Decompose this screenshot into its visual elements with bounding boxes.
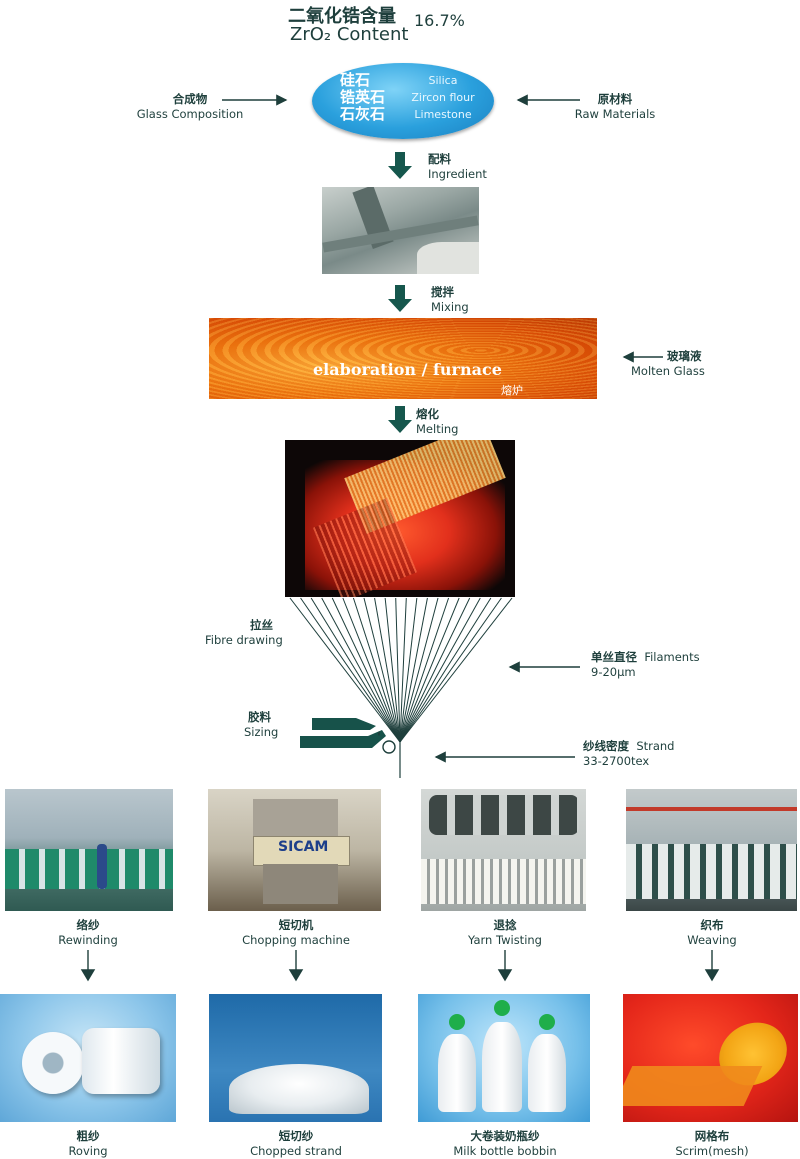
chopping-machine-photo: SICAM: [208, 789, 381, 911]
yarn-twisting-photo: [421, 789, 586, 911]
fibre-line: [399, 597, 460, 743]
fibre-line: [399, 597, 407, 743]
down-arrow-melting: [388, 406, 412, 433]
down-arrow-chopping: [288, 969, 304, 982]
strand-label: 纱线密度 Strand 33-2700tex: [583, 739, 675, 768]
fibre-line: [310, 597, 401, 743]
fibre-line: [289, 597, 401, 743]
roving-photo: [0, 994, 176, 1122]
material-en-zircon: Zircon flour: [411, 91, 475, 104]
down-arrow-mixing: [388, 285, 412, 312]
fibre-line: [399, 597, 481, 743]
down-arrow-ingredient: [388, 152, 412, 179]
ingredient-label: 配料 Ingredient: [428, 152, 487, 181]
scrim-mesh-photo: [623, 994, 798, 1122]
fibre-line: [384, 597, 401, 743]
fibre-line: [352, 597, 401, 743]
material-zh-zircon: 锆英石: [340, 88, 386, 106]
material-zh-limestone: 石灰石: [340, 105, 386, 123]
fibre-line: [374, 597, 401, 743]
title-chinese: 二氧化锆含量: [288, 6, 396, 27]
glass-composition-label: 合成物 Glass Composition: [136, 92, 244, 121]
ingredient-photo: [322, 187, 479, 274]
fibre-line: [363, 597, 401, 743]
down-arrow-rewinding: [80, 969, 96, 982]
milk-bottle-bobbin-photo: [418, 994, 590, 1122]
material-zh-silica: 硅石: [340, 71, 371, 89]
fibre-line: [399, 597, 418, 743]
sizing-applicator: [300, 718, 396, 754]
fibre-line: [399, 597, 471, 743]
weaving-photo: [626, 789, 797, 911]
fibre-line: [399, 597, 450, 743]
filaments-label: 单丝直径 Filaments 9-20µm: [591, 650, 700, 679]
fibre-line: [399, 597, 439, 743]
fibre-line: [321, 597, 401, 743]
fibre-line: [399, 597, 513, 743]
melting-photo: [285, 440, 515, 597]
down-arrow-weaving: [704, 969, 720, 982]
fibre-line: [300, 597, 401, 743]
zro2-content-value: 16.7%: [414, 11, 465, 30]
fibre-line: [399, 597, 492, 743]
molten-glass-label: 玻璃液 Molten Glass: [631, 349, 705, 378]
chopped-strand-photo: [209, 994, 382, 1122]
fibre-line: [395, 597, 401, 743]
fibre-line: [399, 597, 428, 743]
furnace-banner: elaboration / furnace 熔炉: [209, 318, 597, 399]
raw-materials-oval: 硅石 锆英石 石灰石 Silica Zircon flour Limestone: [312, 63, 494, 139]
fibre-line: [331, 597, 401, 743]
melting-label: 熔化 Melting: [416, 407, 459, 436]
rewinding-photo: [5, 789, 173, 911]
furnace-chinese: 熔炉: [501, 384, 523, 397]
down-arrow-twisting: [497, 969, 513, 982]
material-en-silica: Silica: [428, 74, 458, 87]
mixing-label: 搅拌 Mixing: [431, 285, 469, 314]
sizing-label: 胶料 Sizing: [244, 710, 279, 739]
fibre-line: [399, 597, 502, 743]
title-english: ZrO₂ Content: [290, 24, 409, 45]
fibre-drawing-label: 拉丝 Fibre drawing: [205, 618, 283, 647]
raw-materials-label: 原材料 Raw Materials: [574, 92, 656, 121]
fibre-strands: [289, 597, 513, 743]
material-en-limestone: Limestone: [414, 108, 472, 121]
furnace-title: elaboration / furnace: [313, 360, 502, 379]
fibre-line: [342, 597, 401, 743]
sicam-logo: SICAM: [278, 839, 329, 855]
